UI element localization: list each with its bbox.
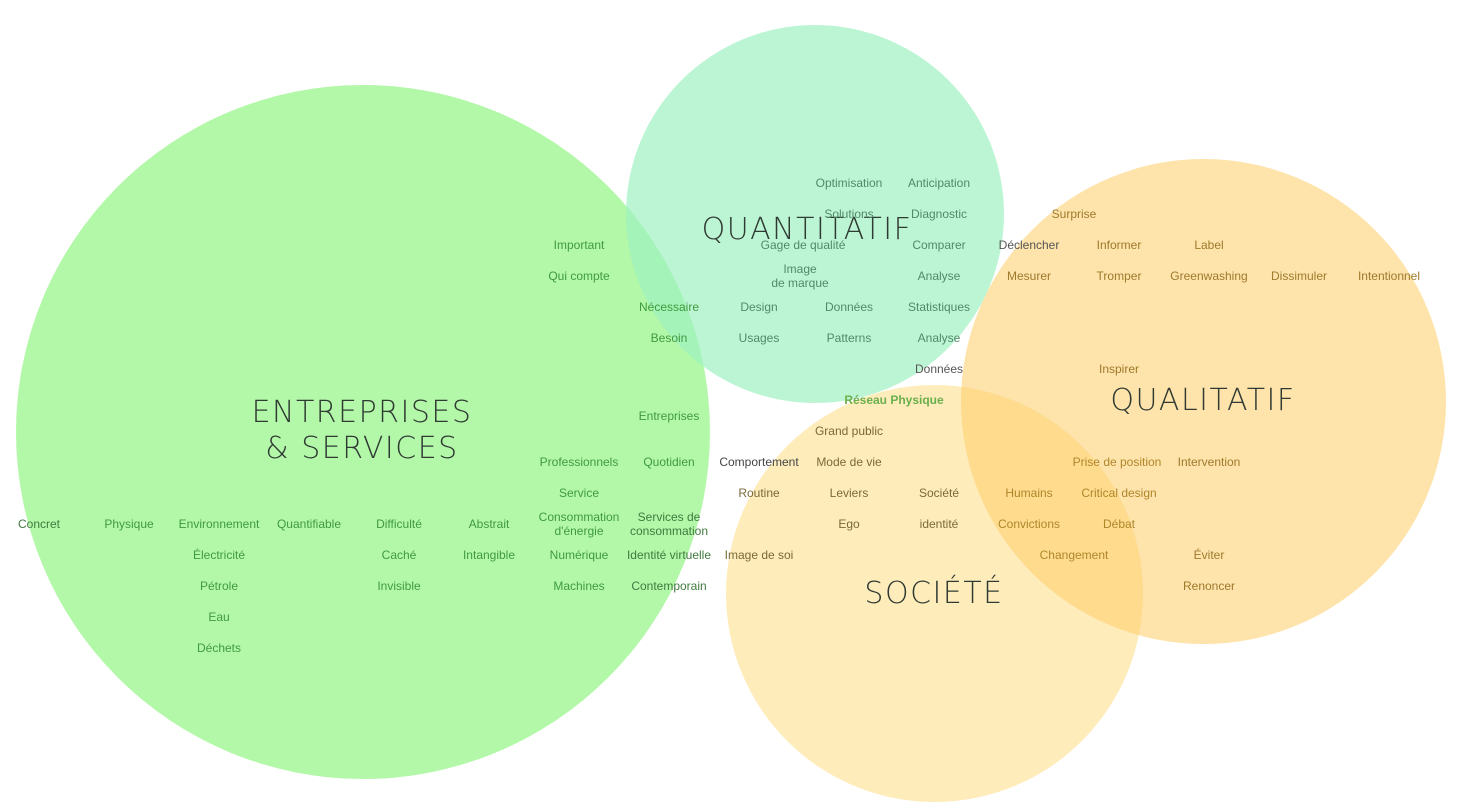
- title-entreprises-services: ENTREPRISES & SERVICES: [251, 395, 473, 466]
- word-environnement: Environnement: [178, 517, 260, 531]
- word-prise-position: Prise de position: [1072, 455, 1162, 469]
- word-grand-public: Grand public: [814, 424, 884, 438]
- word-inspirer: Inspirer: [1098, 362, 1140, 376]
- word-electricite: Électricité: [192, 548, 246, 562]
- word-donnees-1: Données: [824, 300, 874, 314]
- word-contemporain: Contemporain: [631, 579, 707, 593]
- word-design: Design: [740, 300, 778, 314]
- word-label: Label: [1194, 238, 1224, 252]
- word-entreprises: Entreprises: [638, 409, 700, 423]
- word-image-soi: Image de soi: [724, 548, 794, 562]
- word-eau: Eau: [208, 610, 230, 624]
- word-anticipation: Anticipation: [907, 176, 971, 190]
- word-analyse-1: Analyse: [917, 269, 961, 283]
- word-statistiques: Statistiques: [907, 300, 971, 314]
- word-intervention: Intervention: [1177, 455, 1241, 469]
- word-services-consommation: Services de consommation: [629, 510, 709, 538]
- word-besoin: Besoin: [650, 331, 688, 345]
- word-important: Important: [553, 238, 605, 252]
- word-changement: Changement: [1039, 548, 1109, 562]
- circle-qualitatif: [961, 159, 1446, 644]
- word-gage-qualite: Gage de qualité: [760, 238, 846, 252]
- word-machines: Machines: [553, 579, 605, 593]
- word-service: Service: [558, 486, 600, 500]
- word-difficulte: Difficulté: [376, 517, 422, 531]
- word-routine: Routine: [738, 486, 780, 500]
- word-qui-compte: Qui compte: [548, 269, 610, 283]
- word-tromper: Tromper: [1096, 269, 1142, 283]
- word-petrole: Pétrole: [199, 579, 239, 593]
- word-analyse-2: Analyse: [917, 331, 961, 345]
- word-diagnostic: Diagnostic: [910, 207, 968, 221]
- word-concret: Concret: [17, 517, 61, 531]
- word-reseau-physique: Réseau Physique: [844, 393, 944, 407]
- word-professionnels: Professionnels: [539, 455, 619, 469]
- word-donnees-2: Données: [914, 362, 964, 376]
- word-intentionnel: Intentionnel: [1357, 269, 1421, 283]
- word-dissimuler: Dissimuler: [1270, 269, 1328, 283]
- word-necessaire: Nécessaire: [638, 300, 700, 314]
- word-patterns: Patterns: [826, 331, 872, 345]
- word-declencher: Déclencher: [998, 238, 1060, 252]
- word-informer: Informer: [1096, 238, 1142, 252]
- word-debat: Débat: [1102, 517, 1136, 531]
- title-qualitatif: QUALITATIF: [1110, 383, 1296, 418]
- word-dechets: Déchets: [196, 641, 242, 655]
- word-comportement: Comportement: [719, 455, 799, 469]
- word-abstrait: Abstrait: [468, 517, 510, 531]
- title-quantitatif: QUANTITATIF: [701, 212, 913, 247]
- title-societe: SOCIÉTÉ: [864, 576, 1004, 611]
- word-mode-vie: Mode de vie: [816, 455, 882, 469]
- word-societe: Société: [918, 486, 960, 500]
- word-cache: Caché: [381, 548, 417, 562]
- word-identite-virtuelle: Identité virtuelle: [626, 548, 712, 562]
- word-leviers: Leviers: [829, 486, 869, 500]
- word-critical-design: Critical design: [1081, 486, 1157, 500]
- word-convictions: Convictions: [997, 517, 1061, 531]
- word-comparer: Comparer: [912, 238, 966, 252]
- word-physique: Physique: [104, 517, 154, 531]
- word-humains: Humains: [1005, 486, 1053, 500]
- word-solutions: Solutions: [824, 207, 874, 221]
- word-greenwashing: Greenwashing: [1170, 269, 1248, 283]
- word-invisible: Invisible: [377, 579, 421, 593]
- word-ego: Ego: [838, 517, 860, 531]
- word-surprise: Surprise: [1051, 207, 1097, 221]
- word-quotidien: Quotidien: [643, 455, 695, 469]
- word-identite: identité: [919, 517, 959, 531]
- word-intangible: Intangible: [462, 548, 516, 562]
- word-image-marque: Image de marque: [771, 262, 829, 290]
- word-usages: Usages: [738, 331, 780, 345]
- word-mesurer: Mesurer: [1006, 269, 1052, 283]
- word-optimisation: Optimisation: [815, 176, 883, 190]
- word-renoncer: Renoncer: [1182, 579, 1236, 593]
- word-consommation-energie: Consommation d'énergie: [538, 510, 620, 538]
- word-quantifiable: Quantifiable: [276, 517, 342, 531]
- circle-quantitatif: [626, 25, 1004, 403]
- circle-entreprises-services: [16, 85, 710, 779]
- word-eviter: Éviter: [1193, 548, 1225, 562]
- word-numerique: Numérique: [549, 548, 609, 562]
